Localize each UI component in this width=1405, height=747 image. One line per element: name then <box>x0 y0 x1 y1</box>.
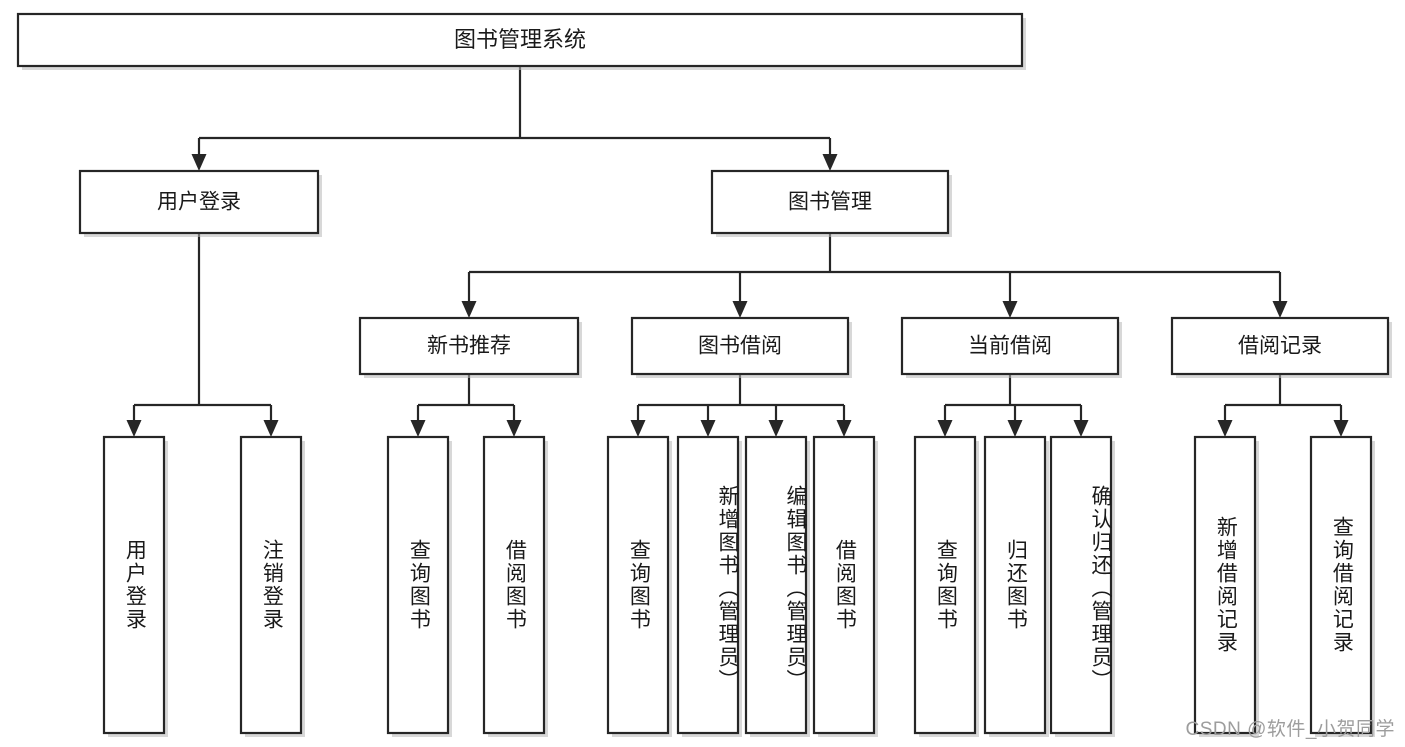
leaf-box-leaf-borrow-book[interactable] <box>812 435 876 735</box>
node-box-root[interactable] <box>16 12 1024 68</box>
arrow-head-current-to-leaves-2 <box>1073 420 1089 437</box>
arrow-head-bookmgmt-to-level3-3 <box>1272 301 1288 318</box>
leaf-box-leaf-add-borrow-record[interactable] <box>1193 435 1257 735</box>
arrow-head-current-to-leaves-1 <box>1007 420 1023 437</box>
arrow-head-bookmgmt-to-level3-1 <box>732 301 748 318</box>
leaf-box-leaf-edit-book[interactable] <box>744 435 808 735</box>
node-label-borrow-record: 借阅记录 <box>1238 335 1322 358</box>
arrow-head-borrow-to-leaves-1 <box>700 420 716 437</box>
arrow-head-userlogin-to-leaves-0 <box>126 420 142 437</box>
node-label-root: 图书管理系统 <box>454 27 586 52</box>
arrow-head-borrow-to-leaves-0 <box>630 420 646 437</box>
node-box-layer <box>16 12 1392 737</box>
arrow-head-root-to-level2-0 <box>191 154 207 171</box>
arrow-head-bookmgmt-to-level3-2 <box>1002 301 1018 318</box>
arrow-head-root-to-level2-1 <box>822 154 838 171</box>
arrow-head-record-to-leaves-0 <box>1217 420 1233 437</box>
leaf-box-leaf-borrow-book-recommend[interactable] <box>482 435 546 735</box>
node-box-user-login[interactable] <box>78 169 320 235</box>
leaf-box-leaf-query-book-borrow[interactable] <box>606 435 670 735</box>
arrow-head-borrow-to-leaves-3 <box>836 420 852 437</box>
arrow-head-bookmgmt-to-level3-0 <box>461 301 477 318</box>
node-label-book-management: 图书管理 <box>788 191 872 214</box>
arrow-head-userlogin-to-leaves-1 <box>263 420 279 437</box>
node-label-current-borrow: 当前借阅 <box>968 335 1052 358</box>
node-label-book-borrow: 图书借阅 <box>698 335 782 358</box>
arrow-head-borrow-to-leaves-2 <box>768 420 784 437</box>
leaf-box-leaf-confirm-return[interactable] <box>1049 435 1113 735</box>
arrow-head-recommend-to-leaves-1 <box>506 420 522 437</box>
arrow-head-record-to-leaves-1 <box>1333 420 1349 437</box>
leaf-box-leaf-user-login[interactable] <box>102 435 166 735</box>
node-box-borrow-record[interactable] <box>1170 316 1390 376</box>
node-label-new-book-recommend: 新书推荐 <box>427 335 511 358</box>
arrow-head-recommend-to-leaves-0 <box>410 420 426 437</box>
node-label-user-login: 用户登录 <box>157 191 241 214</box>
leaf-box-leaf-query-book-current[interactable] <box>913 435 977 735</box>
node-box-new-book-recommend[interactable] <box>358 316 580 376</box>
node-box-book-borrow[interactable] <box>630 316 850 376</box>
leaf-box-leaf-return-book[interactable] <box>983 435 1047 735</box>
node-box-current-borrow[interactable] <box>900 316 1120 376</box>
arrow-head-current-to-leaves-0 <box>937 420 953 437</box>
node-box-book-management[interactable] <box>710 169 950 235</box>
leaf-box-leaf-add-book[interactable] <box>676 435 740 735</box>
connector-layer <box>126 66 1349 437</box>
leaf-box-leaf-query-book-recommend[interactable] <box>386 435 450 735</box>
leaf-box-leaf-query-borrow-record[interactable] <box>1309 435 1373 735</box>
leaf-box-leaf-logout[interactable] <box>239 435 303 735</box>
